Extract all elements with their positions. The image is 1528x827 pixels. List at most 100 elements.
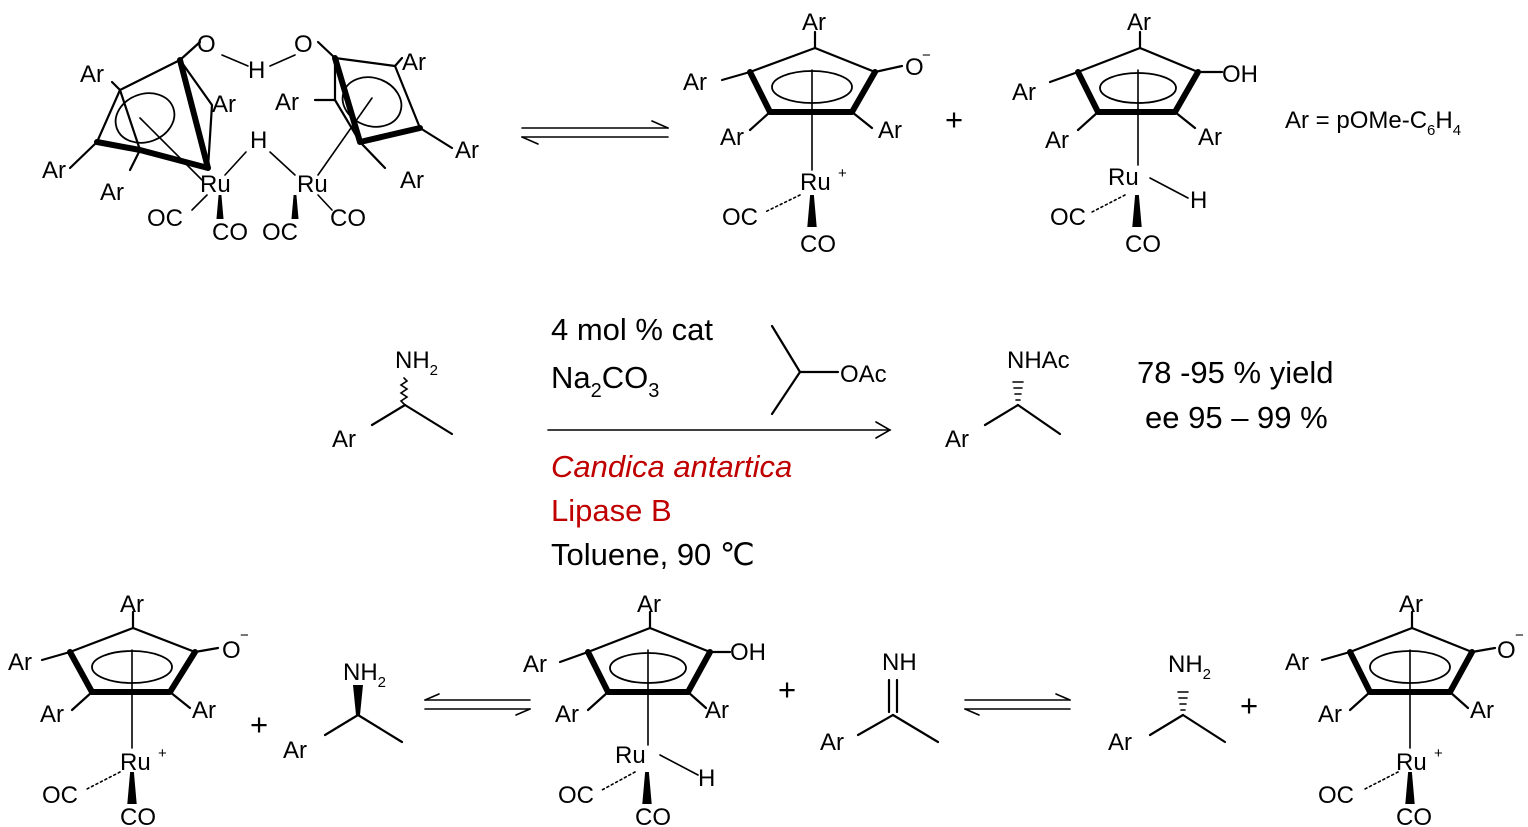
atom-ru: Ru [800,169,831,196]
atom-ar: Ar [1470,697,1494,724]
atom-o: O [905,54,924,81]
atom-ar: Ar [192,697,216,724]
atom-ru: Ru [120,749,151,776]
anion-charge: − [240,627,249,644]
product-amide [983,381,1062,436]
atom-ar: Ar [1108,729,1132,756]
atom-ar: Ar [40,701,64,728]
atom-ru: Ru [200,171,231,198]
plus-sign: + [1240,688,1258,723]
atom-ar: Ar [878,117,902,144]
cation-charge: + [158,745,167,762]
chiral-amine-wedge [323,685,404,744]
atom-ar: Ar [332,426,356,453]
imine-nh: NH [882,649,917,676]
atom-h: H [698,765,715,792]
ru-cation-complex-right [1320,610,1497,804]
ligand-co: OC [558,782,594,809]
atom-h: H [1190,187,1207,214]
atom-o: O [294,31,313,58]
yield-range: 78 -95 % yield [1137,355,1333,390]
amine-nh2: NH2 [1168,651,1211,683]
atom-ar: Ar [820,729,844,756]
atom-o: O [1497,637,1516,664]
shvo-dimer [68,40,454,219]
ru-hydride-complex-top [1048,30,1224,227]
atom-ru: Ru [297,171,328,198]
ru-cation-complex-top-labels: Ar O − Ar Ar Ar Ru + OC CO [683,9,931,258]
hydroxyl-oh: OH [730,639,766,666]
equilibrium-arrow [521,120,669,145]
atom-ar: Ar [80,61,104,88]
ligand-co: CO [1396,804,1432,827]
plus-sign: + [250,707,268,742]
ligand-co: OC [262,219,298,246]
atom-ru: Ru [1108,164,1139,191]
atom-ar: Ar [1198,124,1222,151]
atom-ar: Ar [555,701,579,728]
ru-hydride-complex-bottom-labels: Ar OH Ar Ar Ar Ru H OC CO [523,591,766,827]
ru-cation-complex-left [40,610,220,804]
plus-sign: + [778,672,796,707]
ligand-co: CO [800,231,836,258]
ru-cation-complex-left-labels: Ar O − Ar Ar Ar Ru + OC CO [8,591,249,827]
ligand-co: CO [212,219,248,246]
racemic-amine [370,377,454,436]
atom-ar: Ar [1045,127,1069,154]
equilibrium-arrow [424,693,531,716]
atom-ru: Ru [1396,749,1427,776]
cation-charge: + [1434,745,1443,762]
atom-ar: Ar [945,426,969,453]
condition-catalyst: 4 mol % cat [551,312,713,347]
atom-ar: Ar [802,9,826,36]
atom-o: O [222,637,241,664]
ligand-co: CO [635,804,671,827]
atom-ar: Ar [283,737,307,764]
ee-range: ee 95 – 99 % [1145,400,1328,435]
atom-o: O [197,31,216,58]
atom-ar: Ar [1399,591,1423,618]
atom-ar: Ar [402,49,426,76]
hydroxyl-oh: OH [1222,61,1258,88]
atom-ar: Ar [455,137,479,164]
condition-base: Na2CO3 [551,360,659,402]
atom-ar: Ar [705,697,729,724]
amide-nhac: NHAc [1007,347,1070,374]
ligand-co: OC [722,204,758,231]
equilibrium-arrow [964,693,1071,716]
atom-ar: Ar [400,167,424,194]
acetate-oac: OAc [840,361,887,388]
ligand-co: OC [42,782,78,809]
atom-h: H [248,57,265,84]
ligand-co: CO [120,804,156,827]
reaction-arrow [547,421,892,439]
atom-ar: Ar [1285,649,1309,676]
atom-ar: Ar [100,179,124,206]
anion-charge: − [1515,627,1524,644]
enzyme-type: Lipase B [551,493,672,528]
plus-sign: + [945,102,963,137]
ligand-co: OC [147,205,183,232]
chiral-amine-hash [1148,691,1227,744]
amine-nh2: NH2 [343,659,386,691]
condition-solvent-temp: Toluene, 90 ℃ [551,537,755,572]
shvo-dimer-labels: O O H H Ar Ar Ar Ar Ar Ar Ar Ar Ru Ru OC… [42,31,479,246]
atom-ar: Ar [8,649,32,676]
ligand-co: OC [1318,782,1354,809]
imine [856,678,940,744]
amine-nh2: NH2 [395,347,438,379]
ru-cation-complex-top [720,30,904,227]
atom-ar: Ar [720,124,744,151]
atom-ar: Ar [637,591,661,618]
atom-ar: Ar [212,91,236,118]
atom-ar: Ar [1318,701,1342,728]
atom-h: H [250,127,267,154]
enzyme-name: Candica antartica [551,449,792,484]
ar-definition: Ar = pOMe-C6H4 [1285,107,1461,139]
atom-ar: Ar [120,591,144,618]
isopropyl-acetate [770,324,840,416]
atom-ru: Ru [615,742,646,769]
atom-ar: Ar [1127,9,1151,36]
anion-charge: − [922,47,931,64]
